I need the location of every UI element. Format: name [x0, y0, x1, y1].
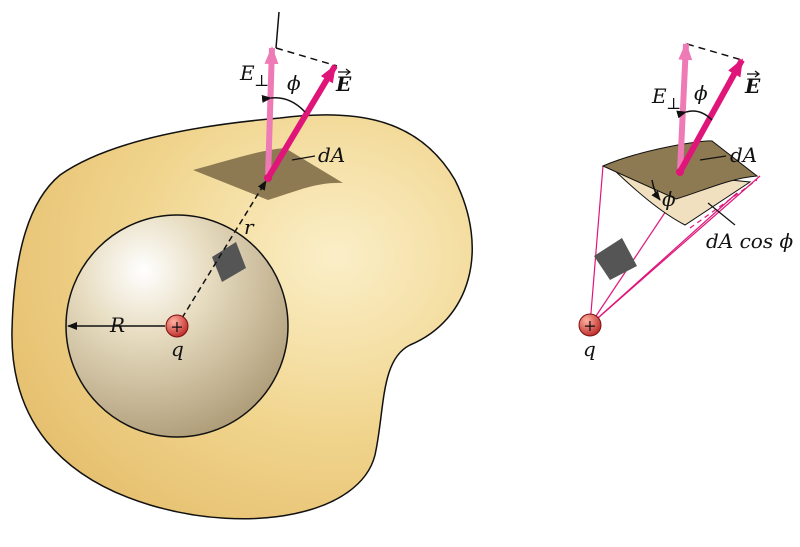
- label-big-r: R: [109, 313, 125, 337]
- label-perp-symbol: ⊥: [254, 71, 269, 90]
- phi-angle-arc: [261, 94, 306, 113]
- label-q: q: [171, 337, 184, 361]
- right-point-charge: [578, 313, 602, 337]
- sphere-area-patch: [212, 242, 246, 282]
- label-e-perp: E: [239, 61, 255, 85]
- right-label-q: q: [583, 337, 596, 361]
- cone-area-patch: [594, 238, 637, 280]
- right-label-da: dA: [730, 143, 757, 167]
- right-da-leader: [699, 155, 727, 161]
- label-phi: ϕ: [287, 71, 301, 95]
- vector-arrow-mark: [338, 68, 351, 76]
- label-e-vector: E: [335, 72, 352, 96]
- right-phi-arc-bottom: [651, 179, 661, 201]
- right-label-e-vector: E: [744, 74, 761, 98]
- right-vector-arrow-mark: [747, 70, 760, 78]
- charge-sign: +: [170, 317, 183, 336]
- da-cos-leader: [707, 202, 736, 226]
- left-figure: + E ⊥ ϕ E dA r R q: [11, 11, 473, 520]
- cone-dash: [689, 179, 758, 229]
- right-charge-sign: +: [583, 316, 596, 335]
- right-field-point: [676, 168, 684, 176]
- right-e-perp-arrow: [677, 42, 693, 173]
- label-da-cos-phi: dA cos ϕ: [706, 229, 793, 253]
- component-dash-horizontal: [275, 47, 338, 67]
- field-point: [264, 174, 272, 182]
- point-charge: [165, 314, 189, 338]
- right-label-perp-symbol: ⊥: [666, 94, 681, 113]
- distance-r-arrow: [181, 180, 267, 319]
- right-e-field-arrow: [677, 58, 745, 174]
- da-leader-line: [291, 155, 316, 161]
- label-da: dA: [318, 143, 345, 167]
- right-phi-arc-top: [676, 110, 713, 121]
- label-r: r: [244, 215, 255, 239]
- right-component-dash: [686, 43, 743, 61]
- right-label-e-perp: E: [651, 84, 667, 108]
- right-label-phi-bottom: ϕ: [662, 187, 676, 211]
- normal-line: [275, 11, 280, 49]
- right-figure: + E ⊥ ϕ E dA ϕ dA cos ϕ q: [578, 42, 793, 361]
- e-perp-arrow: [264, 46, 279, 179]
- e-field-arrow: [265, 64, 338, 180]
- right-label-phi-top: ϕ: [694, 81, 708, 105]
